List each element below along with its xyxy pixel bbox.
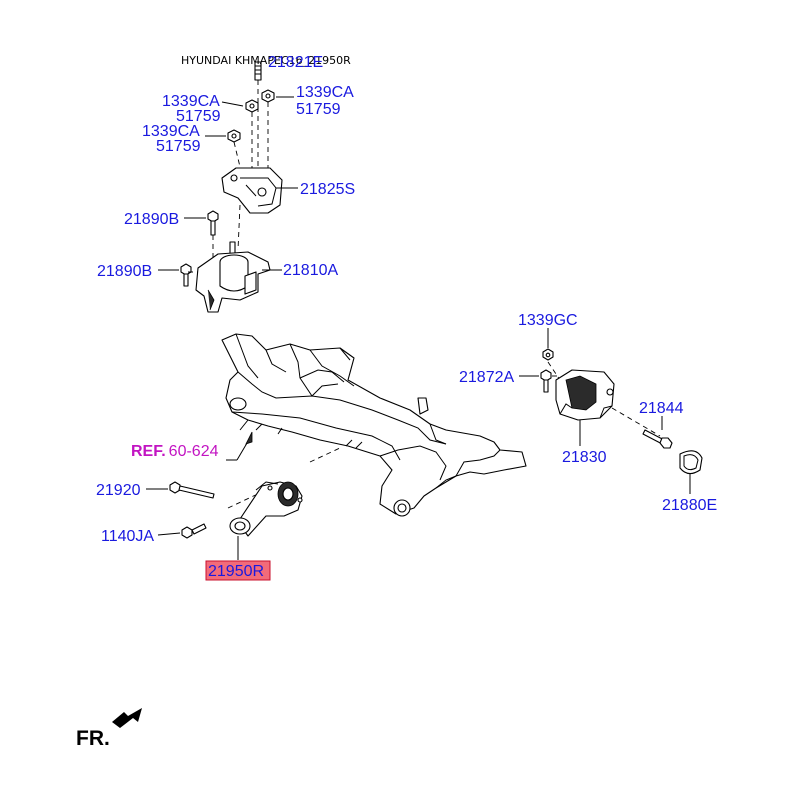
nut-1339ca-lower (227, 129, 241, 143)
label-21821e[interactable]: 21821E (268, 54, 323, 71)
label-51759-b[interactable]: 51759 (296, 101, 341, 118)
nut-1339ca-upper-right (261, 89, 275, 103)
label-21844[interactable]: 21844 (639, 400, 684, 417)
roll-rod-mount-21950r (229, 481, 303, 537)
leader-rollrod-1 (309, 447, 341, 463)
label-21950r[interactable]: 21950R (208, 563, 264, 580)
bolt-21844 (642, 429, 673, 449)
bolt-1140ja (181, 523, 207, 539)
bolt-21890b-lower (180, 263, 192, 287)
leader-bracket (237, 204, 241, 251)
engine-mount-21810a (195, 241, 271, 313)
bracket-21825s (221, 167, 283, 214)
reference-prefix: REF. (131, 443, 166, 460)
leader-21844 (611, 407, 661, 437)
label-21830[interactable]: 21830 (562, 449, 607, 466)
direction-label: FR. (76, 727, 110, 750)
reference-label[interactable]: REF.60-624 (131, 443, 219, 460)
bolt-21890b-upper (207, 210, 219, 236)
stud-bolt-21821e (254, 61, 262, 81)
header-caption: HYUNDAI KHMAPEC16_21950R (181, 54, 351, 67)
label-1339ca-b[interactable]: 1339CA (296, 84, 354, 101)
nut-1339ca-upper-left (245, 99, 259, 113)
ref-arrow-icon (245, 431, 253, 445)
label-21825s[interactable]: 21825S (300, 181, 355, 198)
label-21890b-upper[interactable]: 21890B (124, 211, 179, 228)
label-1339gc[interactable]: 1339GC (518, 312, 578, 329)
label-1339ca-c[interactable]: 1339CA (142, 123, 200, 140)
reference-number: 60-624 (169, 443, 219, 460)
label-51759-a[interactable]: 51759 (176, 108, 221, 125)
leader-1339gc (547, 361, 561, 381)
front-direction-arrow-icon (112, 708, 142, 728)
label-51759-c[interactable]: 51759 (156, 138, 201, 155)
leader-l14 (157, 532, 181, 536)
label-1339ca-a[interactable]: 1339CA (162, 93, 220, 110)
label-21872a[interactable]: 21872A (459, 369, 514, 386)
bolt-21872a (540, 369, 552, 393)
label-21890b-lower[interactable]: 21890B (97, 263, 152, 280)
cap-21880e (679, 450, 703, 475)
front-subframe (221, 333, 527, 517)
bolt-21920 (169, 481, 215, 499)
leader-l1 (221, 101, 244, 107)
label-21880e[interactable]: 21880E (662, 497, 717, 514)
nut-1339gc (542, 348, 554, 361)
highlight-box-21950r (205, 560, 271, 581)
label-21920[interactable]: 21920 (96, 482, 141, 499)
transmission-mount-21830 (555, 369, 615, 421)
label-21810a[interactable]: 21810A (283, 262, 338, 279)
label-1140ja[interactable]: 1140JA (101, 528, 154, 545)
